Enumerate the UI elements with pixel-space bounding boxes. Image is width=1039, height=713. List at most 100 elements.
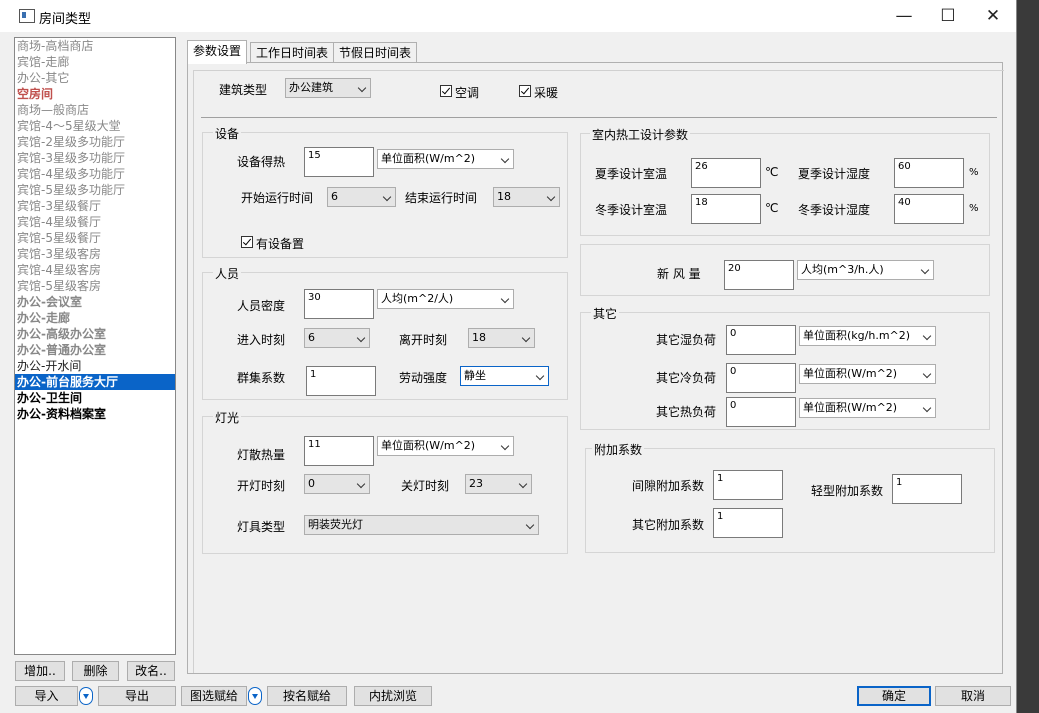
enter-time-select[interactable]: 6	[304, 328, 370, 348]
import-dropdown-icon[interactable]	[79, 687, 93, 705]
room-list-item[interactable]: 宾馆-4星级餐厅	[17, 215, 101, 229]
lighting-heat-input[interactable]: 11	[304, 436, 374, 466]
tab-holiday-schedule[interactable]: 节假日时间表	[333, 42, 418, 62]
tab-parameters[interactable]: 参数设置	[187, 40, 248, 64]
room-list-item[interactable]: 办公-会议室	[17, 295, 82, 309]
room-list-item[interactable]: 宾馆-3星级客房	[17, 247, 101, 261]
map-assign-button[interactable]: 图选赋给	[181, 686, 247, 706]
other-cold-unit-value: 单位面积(W/m^2)	[803, 367, 898, 380]
room-list-item[interactable]: 宾馆-4星级客房	[17, 263, 101, 277]
fresh-air-label: 新 风 量	[657, 267, 701, 281]
summer-temp-label: 夏季设计室温	[595, 167, 668, 181]
other-heat-label: 其它热负荷	[656, 405, 717, 419]
room-list-item[interactable]: 宾馆-走廊	[17, 55, 70, 69]
delete-button[interactable]: 删除	[72, 661, 119, 681]
maximize-button[interactable]: ☐	[940, 6, 956, 26]
room-list-item[interactable]: 空房间	[17, 87, 54, 101]
room-list-item[interactable]: 宾馆-5星级多功能厅	[17, 183, 125, 197]
assign-by-name-button[interactable]: 按名赋给	[267, 686, 347, 706]
building-type-value: 办公建筑	[289, 81, 333, 94]
light-off-select[interactable]: 23	[465, 474, 532, 494]
export-button[interactable]: 导出	[98, 686, 176, 706]
room-list-item[interactable]: 商场—般商店	[17, 103, 90, 117]
lamp-type-select[interactable]: 明装荧光灯	[304, 515, 539, 535]
other-heat-unit-select[interactable]: 单位面积(W/m^2)	[799, 398, 936, 418]
lighting-group	[202, 416, 568, 554]
ac-label: 空调	[455, 86, 480, 100]
has-equipment-checkbox[interactable]	[241, 236, 253, 248]
winter-temp-unit: ℃	[765, 201, 779, 215]
room-list-item[interactable]: 办公-高级办公室	[17, 327, 106, 341]
minimize-button[interactable]: —	[895, 6, 913, 26]
winter-temp-input[interactable]: 18	[691, 194, 761, 224]
room-list-item[interactable]: 商场-高档商店	[17, 39, 94, 53]
other-cold-input[interactable]: 0	[726, 363, 796, 393]
room-type-list[interactable]: 商场-高档商店宾馆-走廊办公-其它空房间商场—般商店宾馆-4～5星级大堂宾馆-2…	[14, 37, 176, 655]
map-assign-dropdown-icon[interactable]	[248, 687, 262, 705]
room-list-item[interactable]: 宾馆-3星级餐厅	[17, 199, 101, 213]
light-off-label: 关灯时刻	[401, 479, 450, 493]
other-coefficient-input[interactable]: 1	[713, 508, 783, 538]
room-list-item[interactable]: 办公-资料档案室	[17, 407, 106, 421]
room-list-item[interactable]: 办公-走廊	[17, 311, 70, 325]
ok-button[interactable]: 确定	[857, 686, 931, 706]
room-list-item[interactable]: 办公-前台服务大厅	[15, 374, 175, 390]
gap-coefficient-input[interactable]: 1	[713, 470, 783, 500]
cancel-button[interactable]: 取消	[935, 686, 1011, 706]
room-list-item[interactable]: 宾馆-4～5星级大堂	[17, 119, 121, 133]
add-button[interactable]: 增加..	[15, 661, 65, 681]
summer-temp-input[interactable]: 26	[691, 158, 761, 188]
winter-humidity-input[interactable]: 40	[894, 194, 964, 224]
other-humid-label: 其它湿负荷	[656, 333, 717, 347]
other-humid-input[interactable]: 0	[726, 325, 796, 355]
light-on-select[interactable]: 0	[304, 474, 370, 494]
other-cold-label: 其它冷负荷	[656, 371, 717, 385]
tab-workday-schedule[interactable]: 工作日时间表	[250, 42, 335, 62]
heating-label: 采暖	[534, 86, 559, 100]
other-humid-unit-value: 单位面积(kg/h.m^2)	[803, 329, 911, 342]
other-cold-unit-select[interactable]: 单位面积(W/m^2)	[799, 364, 936, 384]
other-heat-input[interactable]: 0	[726, 397, 796, 427]
building-type-select[interactable]: 办公建筑	[285, 78, 371, 98]
building-type-label: 建筑类型	[219, 83, 268, 97]
room-list-item[interactable]: 办公-卫生间	[17, 391, 82, 405]
room-list-item[interactable]: 办公-其它	[17, 71, 70, 85]
equipment-heat-input[interactable]: 15	[304, 147, 374, 177]
other-loads-title: 其它	[591, 305, 620, 322]
summer-humidity-input[interactable]: 60	[894, 158, 964, 188]
equipment-heat-unit-value: 单位面积(W/m^2)	[381, 152, 476, 165]
ac-checkbox[interactable]	[440, 85, 452, 97]
lighting-heat-unit-value: 单位面积(W/m^2)	[381, 439, 476, 452]
room-list-item[interactable]: 宾馆-2星级多功能厅	[17, 135, 125, 149]
equipment-end-select[interactable]: 18	[493, 187, 560, 207]
chevron-down-icon	[920, 265, 930, 275]
room-list-item[interactable]: 宾馆-4星级多功能厅	[17, 167, 125, 181]
fresh-air-unit-select[interactable]: 人均(m^3/h.人)	[797, 260, 934, 280]
lamp-type-value: 明装荧光灯	[308, 518, 363, 531]
labor-intensity-select[interactable]: 静坐	[460, 366, 549, 386]
leave-time-select[interactable]: 18	[468, 328, 535, 348]
equipment-end-label: 结束运行时间	[405, 191, 478, 205]
room-list-item[interactable]: 办公-普通办公室	[17, 343, 106, 357]
fresh-air-input[interactable]: 20	[724, 260, 794, 290]
room-list-item[interactable]: 办公-开水间	[17, 359, 82, 373]
room-list-item[interactable]: 宾馆-5星级餐厅	[17, 231, 101, 245]
light-coefficient-input[interactable]: 1	[892, 474, 962, 504]
internal-browse-button[interactable]: 内扰浏览	[354, 686, 432, 706]
room-list-item[interactable]: 宾馆-3星级多功能厅	[17, 151, 125, 165]
other-humid-unit-select[interactable]: 单位面积(kg/h.m^2)	[799, 326, 936, 346]
lighting-heat-unit-select[interactable]: 单位面积(W/m^2)	[377, 436, 514, 456]
cluster-coefficient-input[interactable]: 1	[306, 366, 376, 396]
equipment-heat-unit-select[interactable]: 单位面积(W/m^2)	[377, 149, 514, 169]
heating-checkbox[interactable]	[519, 85, 531, 97]
people-density-input[interactable]: 30	[304, 289, 374, 319]
people-density-unit-select[interactable]: 人均(m^2/人)	[377, 289, 514, 309]
rename-button[interactable]: 改名..	[127, 661, 175, 681]
summer-temp-unit: ℃	[765, 165, 779, 179]
equipment-start-select[interactable]: 6	[327, 187, 396, 207]
chevron-down-icon	[500, 441, 510, 451]
room-list-item[interactable]: 宾馆-5星级客房	[17, 279, 101, 293]
import-button[interactable]: 导入	[15, 686, 78, 706]
close-button[interactable]: ✕	[985, 6, 1001, 26]
light-on-value: 0	[308, 477, 315, 490]
